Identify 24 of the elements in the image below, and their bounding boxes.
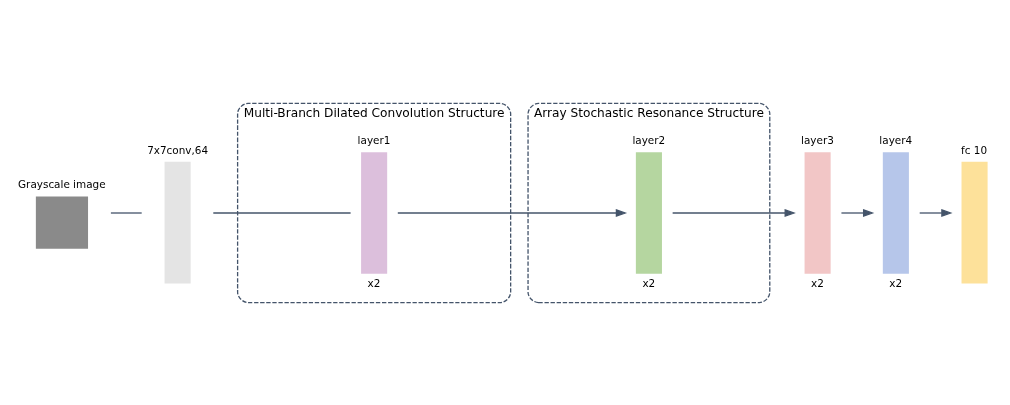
node-label: layer2 [632, 133, 666, 146]
node-label: layer4 [879, 133, 913, 146]
node-box [635, 151, 662, 274]
node-box [804, 151, 831, 274]
node-box [961, 161, 988, 283]
node-label: x2 [367, 276, 381, 289]
node-label: 7x7conv,64 [147, 143, 209, 156]
arrow [672, 208, 796, 217]
node-box [35, 196, 89, 249]
node-box [361, 151, 388, 274]
node-box [164, 161, 191, 283]
node-label: layer3 [801, 133, 834, 146]
arrow [919, 208, 953, 217]
node-label: x2 [811, 276, 824, 289]
node-box [882, 151, 909, 274]
connector [212, 211, 352, 214]
node-label: layer1 [357, 133, 391, 146]
arrow [397, 208, 628, 217]
arrow [840, 208, 875, 217]
node-label: Grayscale image [18, 177, 106, 190]
node-label: x2 [889, 276, 903, 289]
node-label: x2 [642, 276, 656, 289]
connector [110, 211, 143, 214]
node-label: fc 10 [961, 143, 988, 156]
